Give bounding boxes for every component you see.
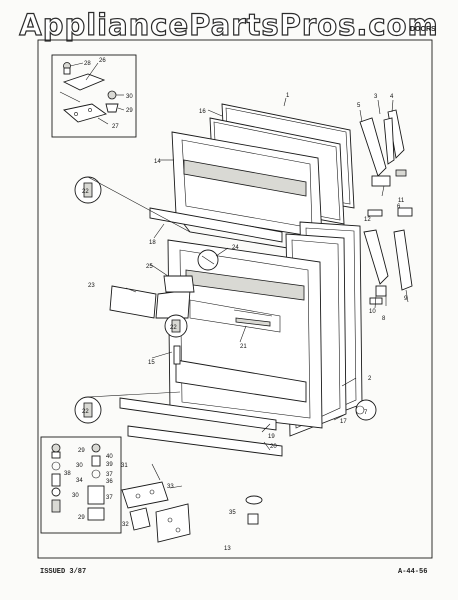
leader-lines — [125, 97, 357, 451]
label-18: 18 — [149, 240, 156, 246]
label-17: 17 — [340, 419, 347, 425]
label-38: 38 — [64, 471, 71, 477]
label-22a: 22 — [82, 189, 89, 195]
label-26: 26 — [99, 58, 106, 64]
callout-7 — [355, 399, 377, 421]
label-23: 23 — [88, 283, 95, 289]
label-30c: 30 — [72, 493, 79, 499]
diagram-frame — [37, 39, 433, 559]
label-37a: 37 — [106, 495, 113, 501]
label-15: 15 — [148, 360, 155, 366]
part-number-labels: 1 2 3 4 5 6 7 8 9 10 11 12 13 14 15 16 1… — [64, 58, 408, 552]
label-16: 16 — [199, 109, 206, 115]
label-32: 32 — [122, 522, 129, 528]
label-11: 11 — [398, 198, 405, 204]
callout-24 — [197, 249, 219, 271]
label-3: 3 — [374, 94, 378, 100]
fresh-food-door — [109, 221, 363, 457]
upper-hinge-parts — [359, 99, 413, 217]
label-8: 8 — [382, 316, 386, 322]
label-29b: 29 — [78, 448, 85, 454]
label-35: 35 — [229, 510, 236, 516]
label-28: 28 — [84, 61, 91, 67]
label-34: 34 — [76, 478, 83, 484]
door-cam-part — [163, 275, 195, 293]
label-9: 9 — [404, 296, 408, 302]
label-19: 19 — [268, 434, 275, 440]
label-22c: 22 — [82, 409, 89, 415]
label-10: 10 — [369, 309, 376, 315]
label-39: 39 — [106, 462, 113, 468]
issued-date: ISSUED 3/87 — [40, 568, 87, 576]
watermark-logo: AppliancePartsPros.com — [19, 7, 439, 42]
lower-hinge-parts — [363, 229, 413, 309]
label-7: 7 — [364, 410, 368, 416]
label-36: 36 — [106, 479, 113, 485]
label-6: 6 — [397, 204, 401, 210]
callout-22-middle — [164, 314, 188, 338]
diagram-code: A-44-56 — [398, 568, 428, 576]
label-13: 13 — [224, 546, 231, 552]
label-14: 14 — [154, 159, 161, 165]
label-37b: 37 — [106, 472, 113, 478]
callout-22-top — [74, 176, 191, 233]
label-4: 4 — [390, 94, 394, 100]
callout-22-bottom — [74, 391, 181, 424]
hinge-pin-inset — [40, 436, 122, 534]
label-29c: 29 — [78, 515, 85, 521]
section-title: DOORS — [410, 26, 436, 33]
label-25: 25 — [146, 264, 153, 270]
label-30a: 30 — [126, 94, 133, 100]
bottom-hinge-plates — [121, 463, 263, 543]
label-5: 5 — [357, 103, 361, 109]
label-21: 21 — [240, 344, 247, 350]
freezer-door — [149, 103, 355, 255]
label-31: 31 — [121, 463, 128, 469]
label-40: 40 — [106, 454, 113, 460]
label-1: 1 — [286, 93, 290, 99]
label-22b: 22 — [170, 325, 177, 331]
hinge-inset — [51, 54, 137, 138]
label-29a: 29 — [126, 108, 133, 114]
label-33: 33 — [167, 484, 174, 490]
label-2: 2 — [368, 376, 372, 382]
label-12: 12 — [364, 217, 371, 223]
label-27: 27 — [112, 124, 119, 130]
label-30b: 30 — [76, 463, 83, 469]
label-24: 24 — [232, 245, 239, 251]
label-20: 20 — [270, 444, 277, 450]
